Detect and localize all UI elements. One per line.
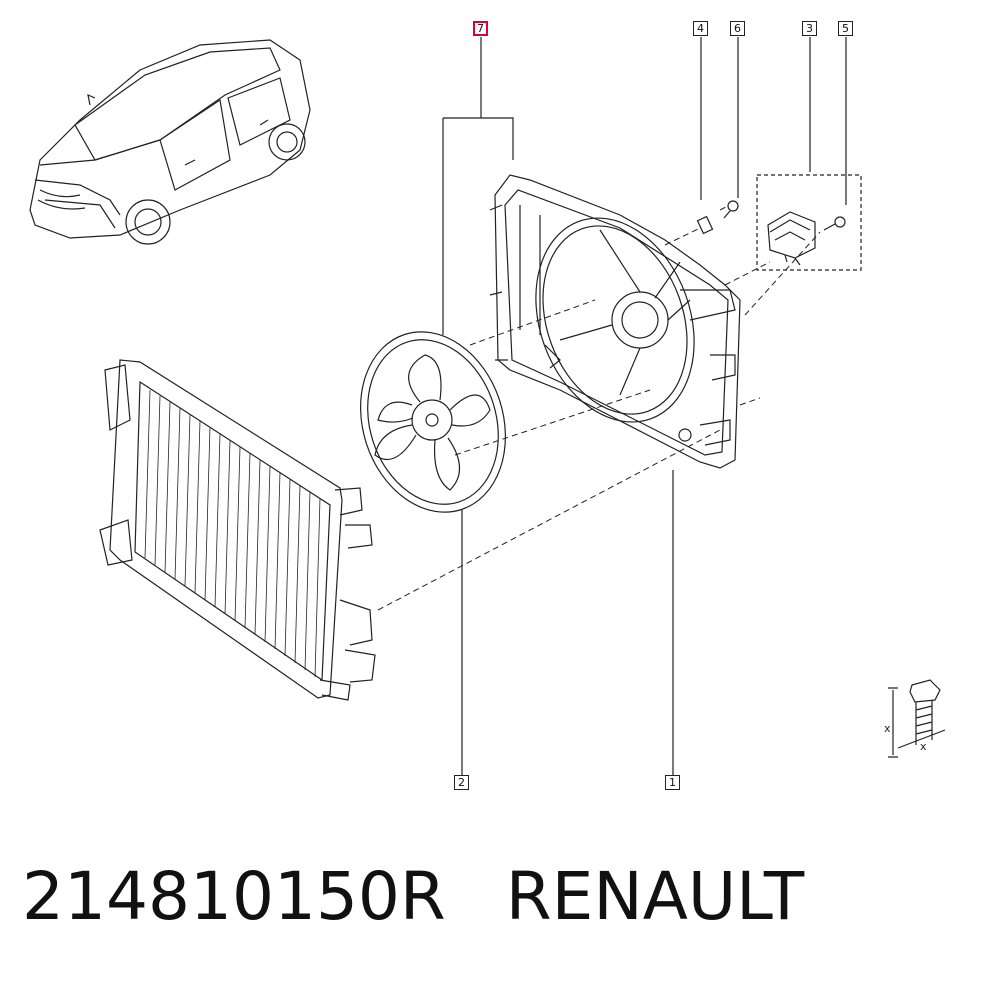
callout-1[interactable]: 1 <box>665 775 680 790</box>
resistor-module-drawing <box>767 211 816 266</box>
callout-5[interactable]: 5 <box>838 21 853 36</box>
connector-group-box <box>756 174 862 271</box>
leader-lines <box>442 37 847 775</box>
torque-label-x2: x <box>920 740 927 753</box>
brand-name: RENAULT <box>505 858 805 935</box>
callout-4[interactable]: 4 <box>693 21 708 36</box>
radiator-drawing <box>99 359 376 701</box>
screw-5-drawing <box>823 216 846 231</box>
car-illustration <box>29 39 311 245</box>
torque-symbol-drawing <box>888 679 946 758</box>
assembly-lines <box>377 205 821 611</box>
torque-label-x1: x <box>884 722 891 735</box>
fan-shroud-drawing <box>489 174 741 469</box>
callout-3[interactable]: 3 <box>802 21 817 36</box>
torque-labels: x x <box>884 722 927 753</box>
caption: 214810150R RENAULT <box>22 858 804 935</box>
bolt-6-drawing <box>723 200 739 219</box>
cooling-fan-drawing <box>360 331 506 513</box>
callout-2[interactable]: 2 <box>454 775 469 790</box>
callout-7[interactable]: 7 <box>473 21 488 36</box>
spacer-4-drawing <box>696 215 714 235</box>
part-number: 214810150R <box>22 858 446 935</box>
callout-6[interactable]: 6 <box>730 21 745 36</box>
